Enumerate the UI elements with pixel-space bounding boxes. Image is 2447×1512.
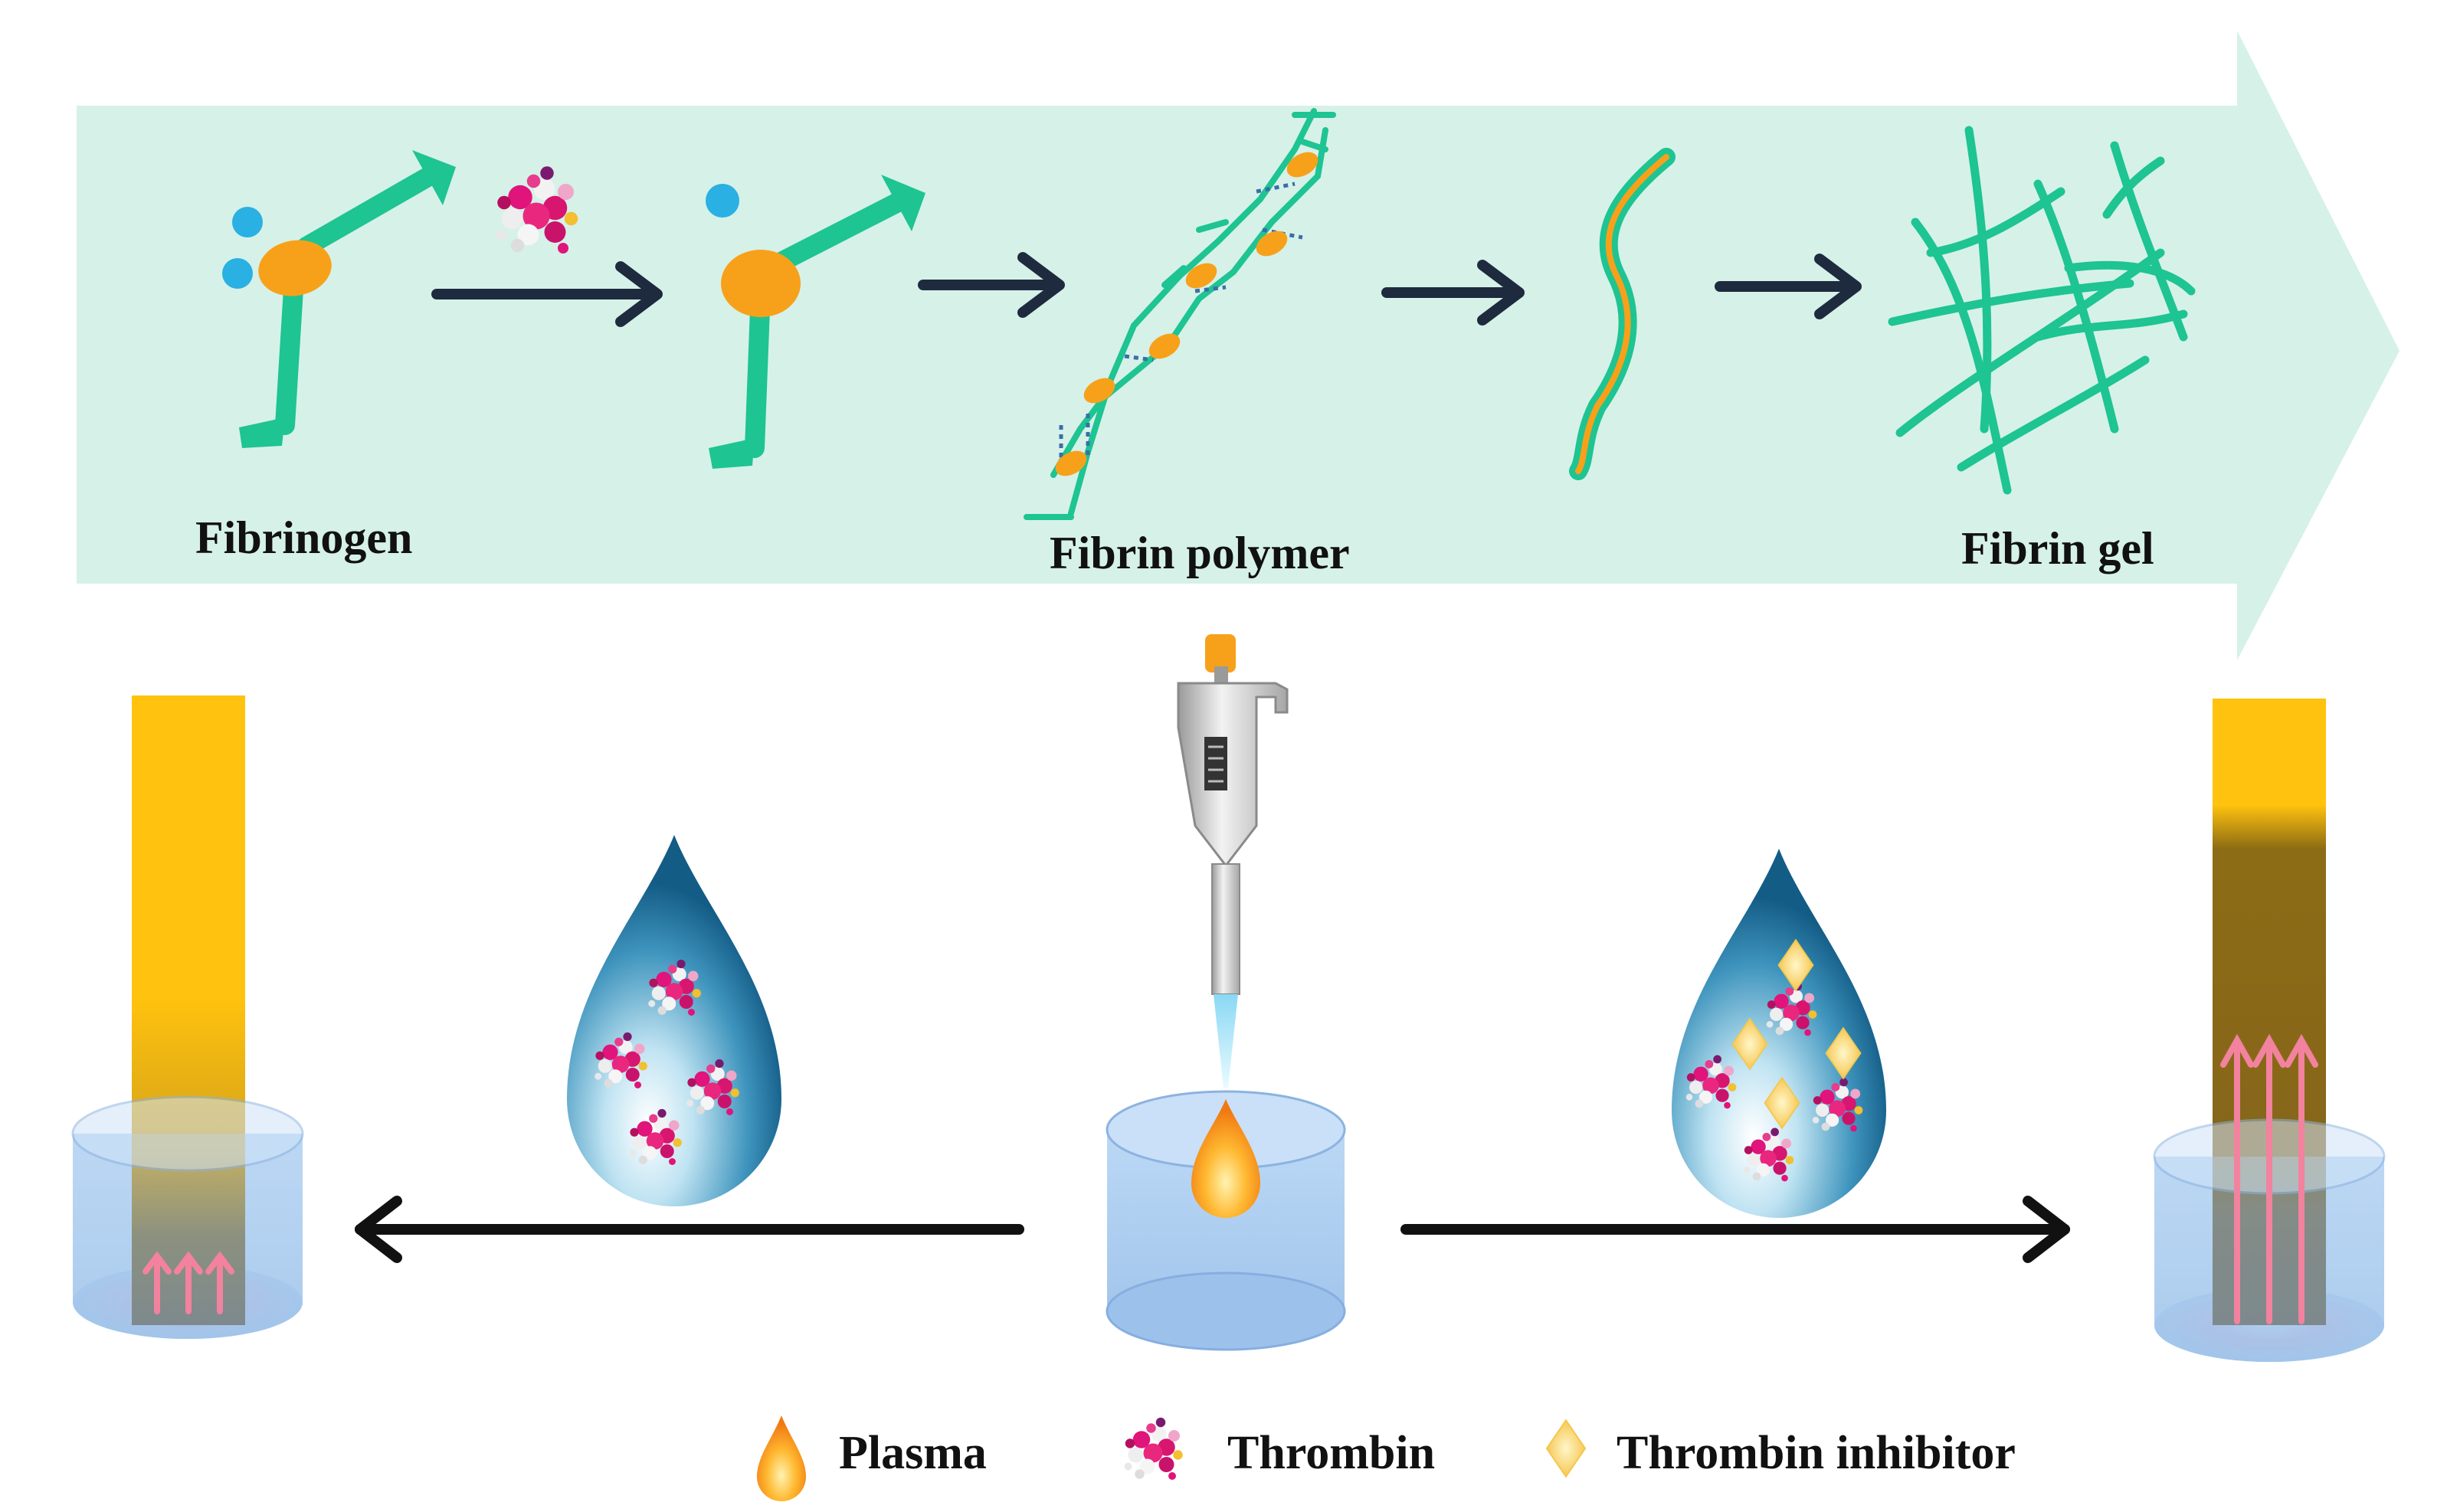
legend-thrombin-icon	[1124, 1417, 1183, 1480]
left-direction-arrow	[355, 1196, 1024, 1263]
process-arrows	[431, 252, 1862, 327]
thrombin-drop	[567, 835, 781, 1206]
fibrinogen-label: Fibrinogen	[195, 512, 413, 563]
thrombin-inhibitor-drop	[1672, 849, 1886, 1218]
left-test-strip	[132, 695, 245, 1325]
fibrin-monomer	[706, 175, 925, 469]
fibrin-gel-label: Fibrin gel	[1961, 523, 2154, 574]
legend-thrombin-label: Thrombin	[1227, 1427, 1436, 1479]
plasma-drop	[1191, 1099, 1260, 1218]
fibrin-polymer	[1024, 108, 1336, 520]
right-flow-arrows	[2220, 1033, 2318, 1324]
left-flow-arrows	[142, 1251, 234, 1314]
legend-inhibitor-icon	[1545, 1419, 1587, 1478]
fibrin-polymer-label: Fibrin polymer	[1050, 528, 1350, 578]
left-cup-rim	[71, 1095, 304, 1339]
banner-arrow	[77, 31, 2400, 660]
legend-inhibitor-label: Thrombin inhibitor	[1617, 1427, 2016, 1479]
right-direction-arrow	[1400, 1196, 2070, 1263]
legend-plasma-icon	[757, 1415, 806, 1501]
fibrin-gel-network	[1888, 126, 2196, 495]
fibrinogen-molecule	[222, 150, 456, 448]
fibrin-polymer-domains	[1055, 152, 1318, 476]
center-cup	[1106, 1090, 1346, 1351]
protofibril	[1569, 148, 1676, 480]
legend-plasma-label: Plasma	[839, 1427, 987, 1479]
pipette	[1177, 634, 1289, 1088]
